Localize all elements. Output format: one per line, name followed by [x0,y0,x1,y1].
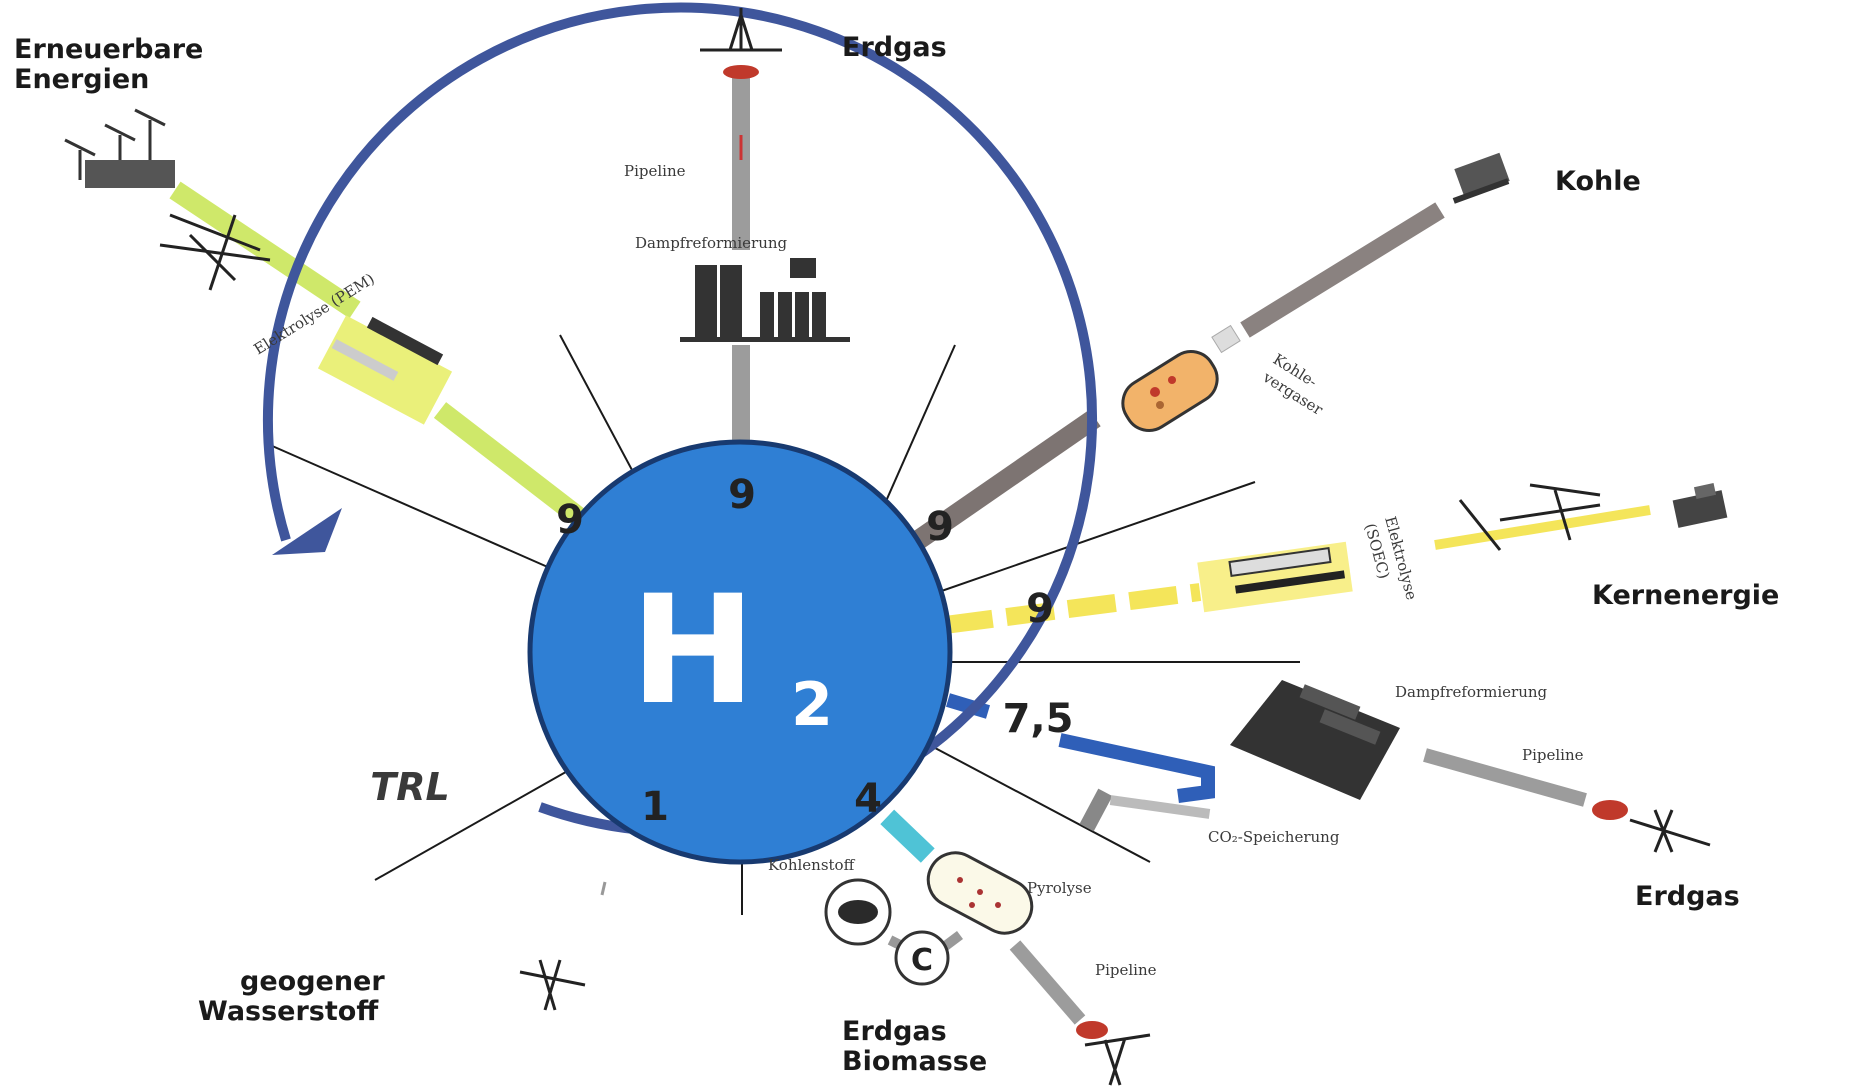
pyrolysis-reactor-icon [926,851,1034,935]
electrolyzer-pem-icon [317,315,453,425]
label-natural-gas-right: Erdgas [1635,881,1740,912]
steam-reformer-right-icon [1230,680,1400,800]
natural-gas-right-path [1423,748,1587,807]
power-pylon-nuclear-icon [1458,483,1601,551]
trl-nuclear: 9 [1026,586,1054,632]
trl-label: TRL [370,765,449,809]
gas-well-top-icon [700,8,782,79]
h2-sub-label: 2 [791,670,833,740]
h2-main-label: H [630,564,756,738]
label-pipeline-bottom: Pipeline [1095,961,1157,979]
trl-renewables: 9 [556,497,584,543]
trl-steam-reforming: 9 [728,472,756,518]
carbon-symbol-text: C [911,943,933,978]
label-steam-reforming-top: Dampfreformierung [635,234,788,252]
sector-dividers [269,334,1300,915]
biomass-path [1009,940,1086,1025]
electrolyzer-soec-icon [1197,541,1353,613]
steam-reformer-top-icon [680,258,850,342]
gas-well-bottom-icon [1076,1021,1151,1086]
arc-arrowhead-icon [272,508,342,555]
trl-geogenic: 1 [641,784,669,830]
label-pyrolysis: Pyrolyse [1027,879,1092,897]
trl-pyrolysis: 4 [854,776,882,822]
label-pipeline-top: Pipeline [624,162,686,180]
carbon-symbol-icon: C [894,930,950,986]
label-carbon: Kohlenstoff [768,856,856,874]
label-natural-gas-top: Erdgas [842,32,947,63]
label-pipeline-right: Pipeline [1522,746,1584,764]
h2-circle: H 2 [527,439,953,865]
label-geogenic-1: geogener [240,966,385,997]
label-biomass-1: Erdgas [842,1016,947,1047]
label-geogenic-2: Wasserstoff [198,996,379,1027]
trl-coal: 9 [926,504,954,550]
geogenic-well-icon [519,881,607,1011]
wind-turbines-icon [64,108,175,188]
power-pylon-icon [159,213,271,291]
label-renewables-2: Energien [14,64,149,95]
label-steam-reforming-right: Dampfreformierung [1395,683,1548,701]
trl-ccs: 7,5 [1003,696,1074,742]
label-nuclear: Kernenergie [1592,580,1779,611]
reactor-icon [1672,483,1728,528]
coal-gasifier-icon [1121,324,1241,432]
label-co2-storage: CO₂-Speicherung [1208,828,1340,846]
coal-mine-icon [1452,152,1510,204]
co2-storage-icon [1079,788,1211,832]
gas-well-right-icon [1592,800,1711,853]
label-renewables-1: Erneuerbare [14,34,203,65]
label-biomass-2: Biomasse [842,1046,987,1077]
label-coal: Kohle [1555,166,1641,197]
nuclear-path [943,505,1651,634]
ccs-path [945,693,1215,803]
